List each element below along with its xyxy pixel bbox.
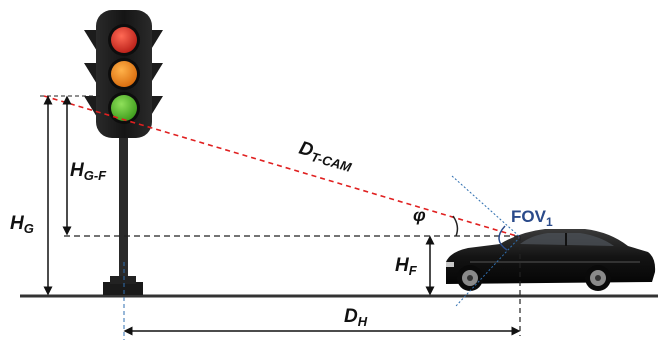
amber-light bbox=[111, 61, 137, 87]
hf-label: HF bbox=[395, 255, 418, 278]
phi-label: φ bbox=[413, 205, 426, 225]
traffic-light-base bbox=[103, 282, 143, 295]
traffic-light-pole bbox=[119, 138, 128, 288]
line-of-sight bbox=[43, 95, 521, 238]
green-light bbox=[111, 95, 137, 121]
car bbox=[446, 229, 656, 291]
traffic-light bbox=[84, 10, 163, 295]
dtcam-label: DT-CAM bbox=[296, 138, 356, 176]
phi-angle-arc bbox=[452, 215, 459, 237]
fov-arc bbox=[498, 225, 508, 251]
hgf-label: HG-F bbox=[70, 160, 107, 183]
fov-upper-line bbox=[451, 175, 521, 238]
dh-label: DH bbox=[344, 306, 368, 329]
red-light bbox=[111, 27, 137, 53]
hg-label: HG bbox=[10, 213, 34, 236]
fov-label: FOV1 bbox=[511, 207, 553, 229]
